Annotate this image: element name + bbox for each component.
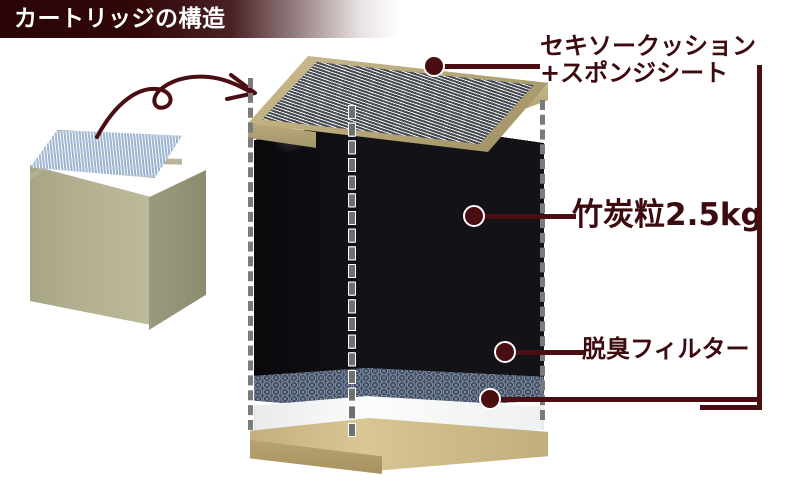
- callout-label-filter: 脱臭フィルター: [582, 335, 750, 363]
- cartridge-side-face: [149, 170, 206, 330]
- curly-arrow: [95, 45, 280, 140]
- cartridge-front-face: [30, 165, 151, 325]
- cartridge-exterior-illustration: [30, 130, 206, 330]
- title-banner: カートリッジの構造: [0, 0, 400, 38]
- callout-label-cushion: セキソークッション +スポンジシート: [540, 33, 756, 87]
- callout-dot-cushion: [423, 55, 445, 77]
- page-title: カートリッジの構造: [14, 6, 226, 32]
- cut-line-front-corner: [349, 106, 355, 436]
- leader-line-charcoal: [480, 214, 576, 219]
- leader-line-filter-upper: [511, 350, 586, 355]
- leader-line-cushion: [440, 64, 540, 69]
- callout-dot-filter-upper: [494, 341, 516, 363]
- callout-label-charcoal: 竹炭粒2.5kg: [572, 197, 763, 233]
- callout-label-cushion-line2: +スポンジシート: [540, 58, 729, 87]
- cut-line-left: [248, 78, 253, 430]
- cartridge-top-mesh: [30, 130, 182, 178]
- leader-line-filter-lower: [496, 397, 758, 402]
- cartridge-cutaway-illustration: [240, 48, 560, 474]
- callout-label-cushion-line1: セキソークッション: [540, 32, 756, 60]
- callout-bracket-bottom: [700, 405, 762, 410]
- callout-dot-charcoal: [463, 205, 485, 227]
- cut-line-right: [540, 100, 545, 420]
- callout-dot-filter-lower: [479, 388, 501, 410]
- callout-bracket-vertical: [757, 65, 762, 410]
